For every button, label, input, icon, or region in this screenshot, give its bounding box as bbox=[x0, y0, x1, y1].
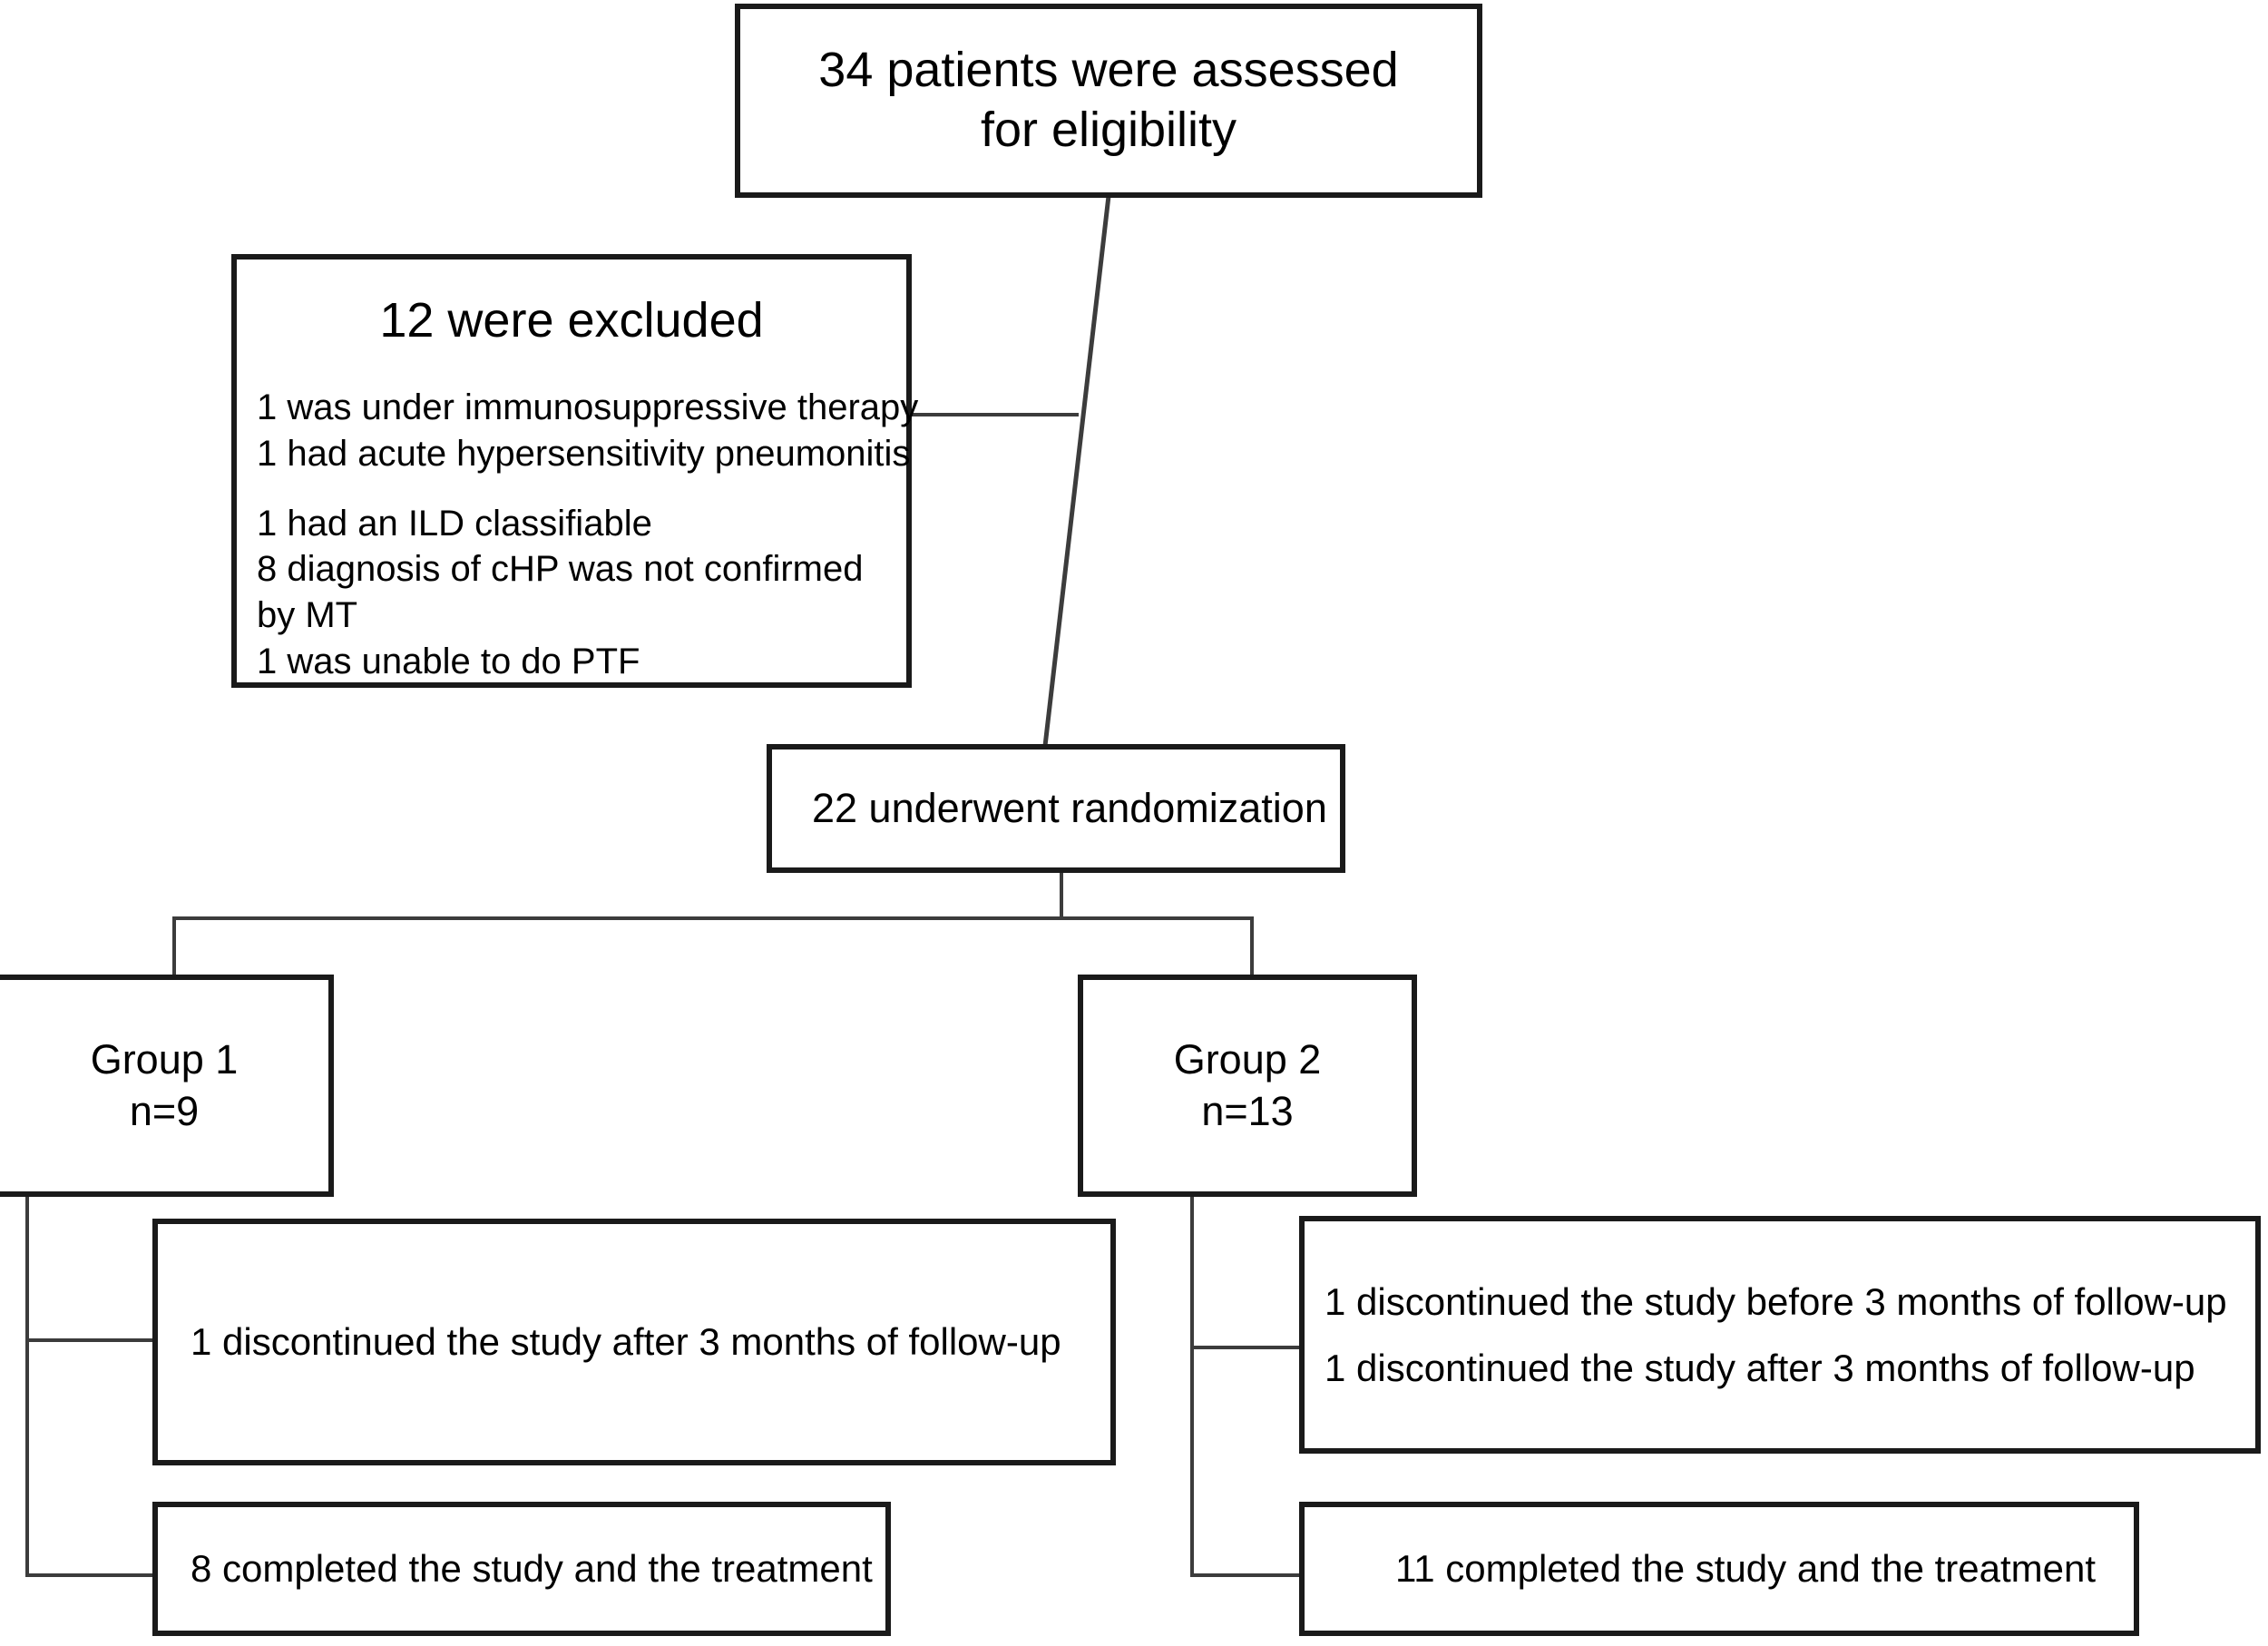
connector-split-to-group2 bbox=[1250, 916, 1254, 978]
connector-split-bar bbox=[172, 916, 1254, 920]
group1-discontinued-line: 1 discontinued the study after 3 months … bbox=[191, 1320, 1061, 1363]
connector-group2-to-discontinued bbox=[1190, 1346, 1303, 1349]
connector-group2-to-completed bbox=[1190, 1573, 1303, 1577]
group1-n: n=9 bbox=[129, 1087, 200, 1134]
group2-n: n=13 bbox=[1201, 1087, 1294, 1134]
excluded-reason-item: 1 had an ILD classifiable bbox=[257, 503, 652, 544]
connector-group1-to-discontinued bbox=[25, 1338, 156, 1342]
connector-group2-spine bbox=[1190, 1196, 1194, 1577]
connector-split-to-group1 bbox=[172, 916, 176, 978]
excluded-reason-item: 1 was under immunosuppressive therapy bbox=[257, 387, 919, 427]
connector-group1-spine bbox=[25, 1196, 29, 1577]
excluded-reason-item: by MT bbox=[257, 595, 358, 636]
excluded-reasons-group-a: 1 was under immunosuppressive therapy 1 … bbox=[257, 385, 918, 477]
assessed-line-1: 34 patients were assessed bbox=[818, 43, 1399, 98]
assessed-line-2: for eligibility bbox=[980, 103, 1237, 157]
connector-randomization-stem bbox=[1060, 871, 1063, 918]
group2-completed-label: 11 completed the study and the treatment bbox=[1395, 1547, 2097, 1590]
node-group1-completed: 8 completed the study and the treatment bbox=[152, 1502, 891, 1636]
excluded-reason-item: 1 had acute hypersensitivity pneumonitis bbox=[257, 433, 911, 474]
excluded-reasons-group-b: 1 had an ILD classifiable 8 diagnosis of… bbox=[257, 501, 864, 685]
randomization-label: 22 underwent randomization bbox=[812, 785, 1327, 831]
excluded-reason-item: 1 was unable to do PTF bbox=[257, 641, 640, 681]
connector-excluded-to-trunk bbox=[910, 413, 1079, 416]
node-assessed-for-eligibility: 34 patients were assessed for eligibilit… bbox=[735, 4, 1482, 198]
group2-discontinued-line: 1 discontinued the study before 3 months… bbox=[1325, 1279, 2227, 1323]
excluded-reason-item: 8 diagnosis of cHP was not confirmed bbox=[257, 549, 864, 590]
excluded-heading: 12 were excluded bbox=[379, 293, 764, 348]
node-excluded: 12 were excluded 1 was under immunosuppr… bbox=[231, 254, 918, 688]
node-group1-discontinued: 1 discontinued the study after 3 months … bbox=[152, 1219, 1116, 1465]
connector-group1-to-completed bbox=[25, 1573, 156, 1577]
group2-discontinued-line: 1 discontinued the study after 3 months … bbox=[1325, 1347, 2195, 1389]
group1-completed-label: 8 completed the study and the treatment bbox=[191, 1547, 873, 1590]
group2-title: Group 2 bbox=[1173, 1035, 1322, 1083]
node-underwent-randomization: 22 underwent randomization bbox=[767, 744, 1345, 873]
group1-title: Group 1 bbox=[90, 1035, 239, 1083]
node-group2-discontinued: 1 discontinued the study before 3 months… bbox=[1299, 1216, 2261, 1454]
node-group-1: Group 1 n=9 bbox=[0, 975, 334, 1197]
node-group2-completed: 11 completed the study and the treatment bbox=[1299, 1502, 2139, 1636]
node-group-2: Group 2 n=13 bbox=[1078, 975, 1417, 1197]
